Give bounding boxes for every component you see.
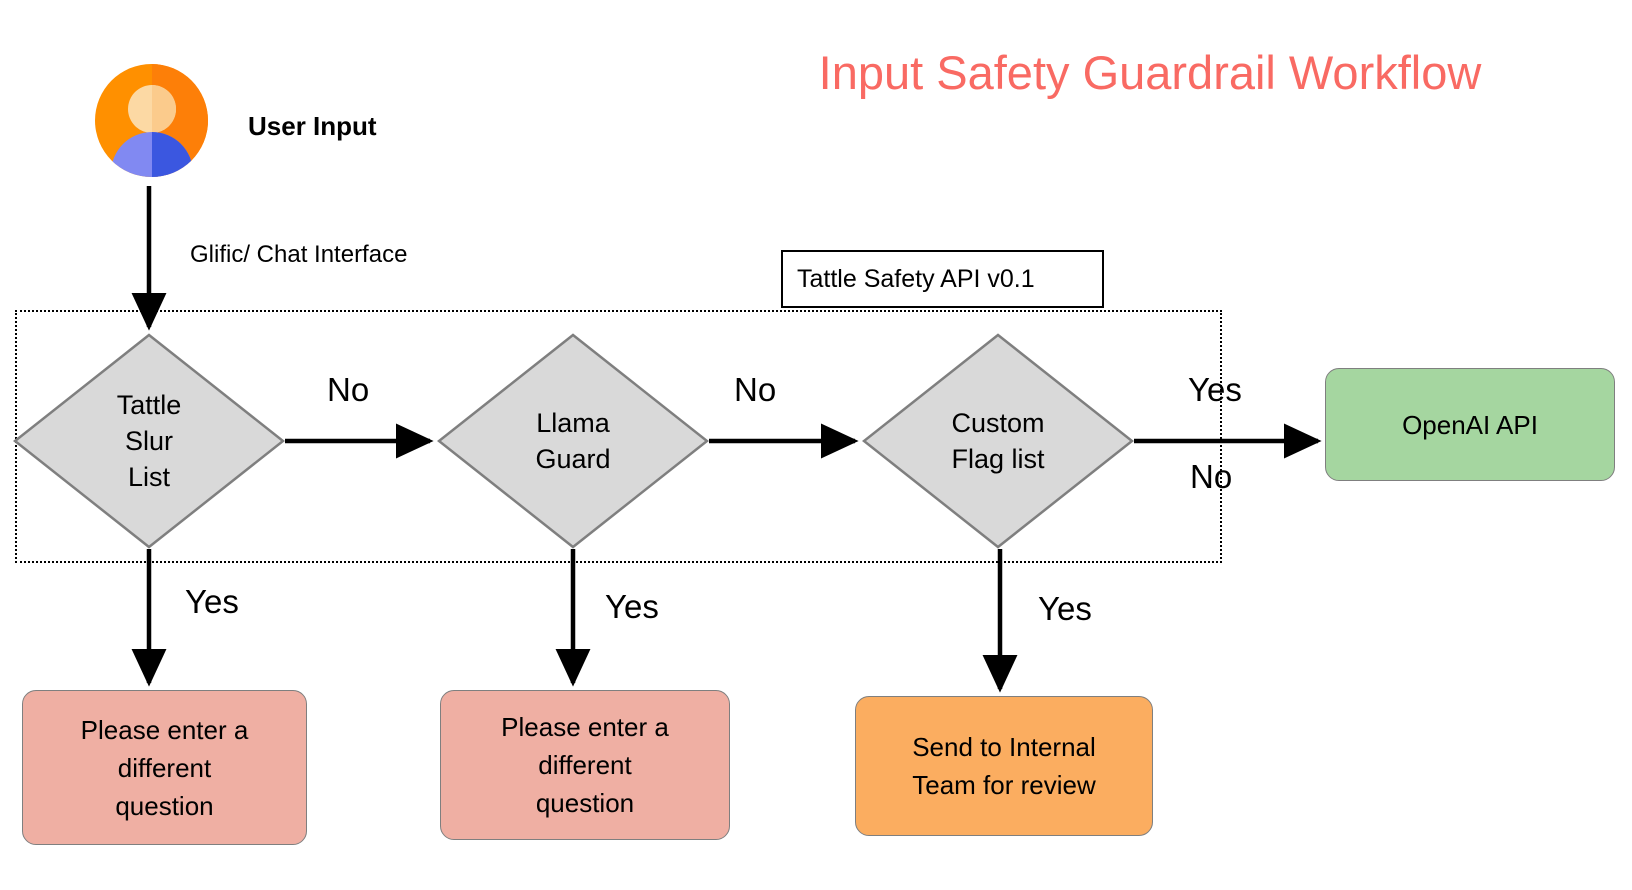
outcome-openai-api[interactable]: OpenAI API: [1325, 368, 1615, 481]
api-boundary-group: [15, 310, 1222, 563]
channel-label: Glific/ Chat Interface: [190, 241, 408, 268]
decision-custom-flag-list[interactable]: Custom Flag list: [862, 333, 1134, 549]
decision-llama-guard[interactable]: Llama Guard: [437, 333, 709, 549]
outcome-reject-2[interactable]: Please enter a different question: [440, 690, 730, 840]
user-avatar-icon: [95, 64, 208, 177]
decision-tattle-slur-list[interactable]: Tattle Slur List: [13, 333, 285, 549]
edge-label-yes-2: Yes: [605, 588, 659, 625]
edge-label-yes-right: Yes: [1188, 371, 1242, 408]
edge-label-no-2: No: [734, 371, 777, 408]
api-version-label: Tattle Safety API v0.1: [797, 264, 1035, 293]
page-title: Input Safety Guardrail Workflow: [818, 46, 1482, 99]
diamond-shape: [437, 333, 709, 549]
edge-label-yes-1: Yes: [185, 583, 239, 620]
outcome-reject-1[interactable]: Please enter a different question: [22, 690, 307, 845]
outcome-internal-review[interactable]: Send to Internal Team for review: [855, 696, 1153, 836]
user-input-label: User Input: [248, 111, 377, 141]
api-version-box: Tattle Safety API v0.1: [781, 250, 1104, 308]
diamond-shape: [862, 333, 1134, 549]
diamond-shape: [13, 333, 285, 549]
edge-label-no-right: No: [1190, 458, 1233, 495]
edge-label-no-1: No: [327, 371, 370, 408]
edge-label-yes-3: Yes: [1038, 590, 1092, 627]
